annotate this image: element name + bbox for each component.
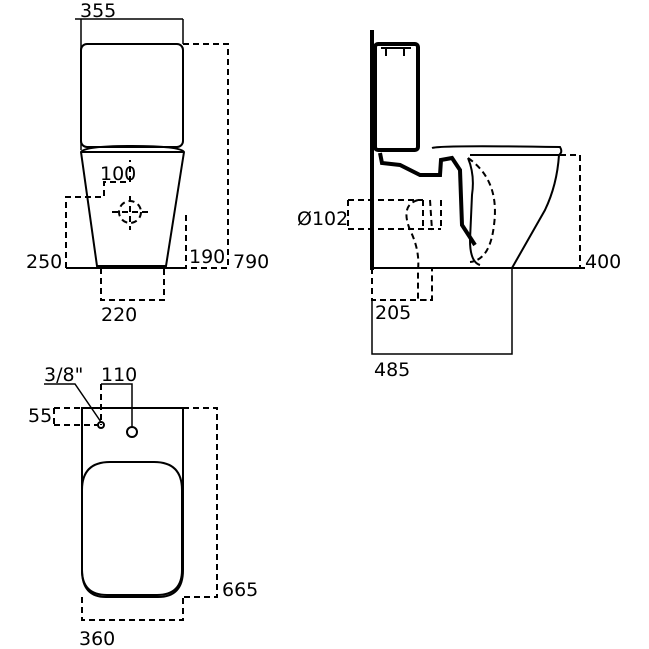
dim-205: 205 xyxy=(375,302,411,324)
dim-55: 55 xyxy=(28,405,52,427)
dim-190: 190 xyxy=(189,246,225,268)
cistern-side xyxy=(373,42,420,152)
dim-665: 665 xyxy=(222,579,258,601)
dim-100: 100 xyxy=(100,163,136,185)
dim-110: 110 xyxy=(101,364,137,386)
dim-355: 355 xyxy=(80,0,116,22)
cistern-front xyxy=(80,43,184,148)
plan-view: 3/8" 110 55 665 360 xyxy=(28,364,258,649)
side-view: Ø102 400 205 485 xyxy=(297,30,621,381)
dim-3-8-inch: 3/8" xyxy=(44,364,83,386)
dim-250: 250 xyxy=(26,251,62,273)
dim-o102: Ø102 xyxy=(297,208,348,230)
dim-485: 485 xyxy=(374,359,410,381)
dim-400: 400 xyxy=(585,251,621,273)
seat-plan xyxy=(81,461,183,596)
front-view: 355 100 250 190 790 220 xyxy=(26,0,269,326)
dim-790: 790 xyxy=(233,251,269,273)
dim-360: 360 xyxy=(79,628,115,649)
dim-220: 220 xyxy=(101,304,137,326)
